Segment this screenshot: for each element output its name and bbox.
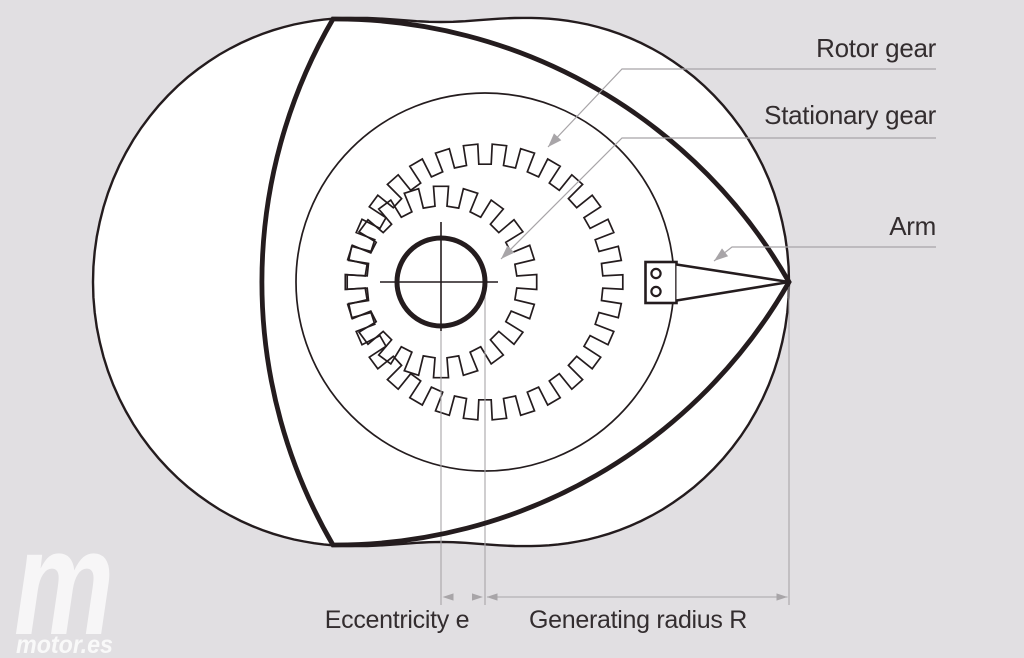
arm-plate (644, 260, 678, 305)
rotor-gear-label: Rotor gear (816, 33, 936, 63)
rotor-gear-outline (346, 143, 624, 421)
arm-bolt-top (650, 267, 662, 280)
eccentricity-label: Eccentricity e (324, 606, 470, 634)
eccentricity-dim-arrow-left (442, 593, 454, 601)
arm-label: Arm (889, 211, 936, 241)
stationary-gear-leader-arrow (501, 245, 515, 259)
stationary-gear-outline (344, 185, 538, 379)
stationary-gear-leader (500, 137, 936, 260)
rotor-gear-leader (547, 68, 936, 148)
rotor-gear-leader-arrow (548, 133, 562, 147)
arm-leader-arrow (714, 248, 729, 261)
arm-bolt-bottom (650, 285, 662, 298)
shaft-circle (394, 235, 488, 329)
eccentricity-dim-arrow-right (472, 593, 483, 601)
generating-radius-label: Generating radius R (528, 606, 748, 634)
watermark-logo: m (14, 498, 114, 658)
generating-radius-dim-arrow-left (486, 593, 498, 601)
rotor-outline (259, 16, 792, 548)
stationary-gear-label: Stationary gear (764, 100, 936, 130)
generating-radius-dim-arrow-right (776, 593, 788, 601)
watermark-site-name: motor.es (16, 631, 113, 658)
